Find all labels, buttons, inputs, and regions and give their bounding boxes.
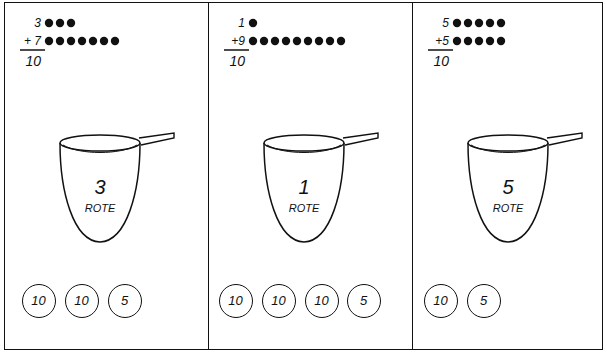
dot — [497, 37, 505, 45]
dot — [497, 19, 505, 27]
sum: 10 — [229, 54, 245, 68]
dot — [453, 19, 461, 27]
dot — [111, 37, 119, 45]
dot — [89, 37, 97, 45]
scoop-cup: 3ROTE — [55, 129, 177, 247]
red-count: 5 — [502, 177, 513, 197]
dot — [67, 37, 75, 45]
red-count: 1 — [298, 177, 309, 197]
coin-circle: 10 — [305, 284, 339, 318]
sum-line — [428, 49, 453, 51]
dot — [56, 19, 64, 27]
dot — [464, 19, 472, 27]
dot — [45, 19, 53, 27]
color-word: ROTE — [493, 203, 524, 214]
dot — [486, 37, 494, 45]
dot — [464, 37, 472, 45]
color-word: ROTE — [289, 203, 320, 214]
coin-circle: 5 — [347, 284, 381, 318]
coin-circle: 10 — [424, 284, 458, 318]
addend: 1 — [238, 17, 245, 29]
dot — [326, 37, 334, 45]
coin-value: 10 — [314, 294, 328, 307]
dot — [282, 37, 290, 45]
exercise-panel: 5+5105ROTE105 — [412, 2, 603, 350]
dot — [475, 37, 483, 45]
sum: 10 — [25, 54, 41, 68]
cup-outline — [55, 129, 177, 247]
sum: 10 — [433, 54, 449, 68]
dot — [45, 37, 53, 45]
dot — [56, 37, 64, 45]
sum-line — [224, 49, 249, 51]
addend: +9 — [231, 35, 245, 47]
coin-value: 10 — [31, 294, 45, 307]
dot — [337, 37, 345, 45]
coin-circle: 10 — [219, 284, 253, 318]
exercise-panel: 3 + 7 10 3ROTE 10 10 5 — [4, 2, 209, 350]
exercise-panel: 1 +9 10 1ROTE 10 10 10 5 — [208, 2, 413, 350]
addend: 3 — [34, 17, 41, 29]
scoop-cup: 1ROTE — [259, 129, 381, 247]
dot — [260, 37, 268, 45]
sum-line — [20, 49, 45, 51]
color-word: ROTE — [85, 203, 116, 214]
dot — [293, 37, 301, 45]
dot — [475, 19, 483, 27]
dot — [304, 37, 312, 45]
coin-value: 10 — [433, 294, 447, 307]
coin-value: 5 — [121, 294, 128, 307]
dot — [100, 37, 108, 45]
cup-outline — [259, 129, 381, 247]
coin-circle: 5 — [108, 284, 142, 318]
coin-circle: 10 — [22, 284, 56, 318]
coin-value: 5 — [480, 294, 487, 307]
coin-circle: 10 — [262, 284, 296, 318]
coin-circle: 10 — [65, 284, 99, 318]
coin-value: 10 — [228, 294, 242, 307]
dot — [271, 37, 279, 45]
dot — [78, 37, 86, 45]
coin-value: 10 — [74, 294, 88, 307]
addend: +5 — [435, 35, 449, 47]
dot — [249, 19, 257, 27]
dot — [453, 37, 461, 45]
dot — [486, 19, 494, 27]
coin-value: 10 — [271, 294, 285, 307]
dot — [249, 37, 257, 45]
cup-outline — [463, 129, 585, 247]
coin-value: 5 — [360, 294, 367, 307]
coin-circle: 5 — [467, 284, 501, 318]
addend: 5 — [442, 17, 449, 29]
scoop-cup: 5ROTE — [463, 129, 585, 247]
dot — [67, 19, 75, 27]
addend: + 7 — [24, 35, 41, 47]
dot — [315, 37, 323, 45]
red-count: 3 — [94, 177, 105, 197]
